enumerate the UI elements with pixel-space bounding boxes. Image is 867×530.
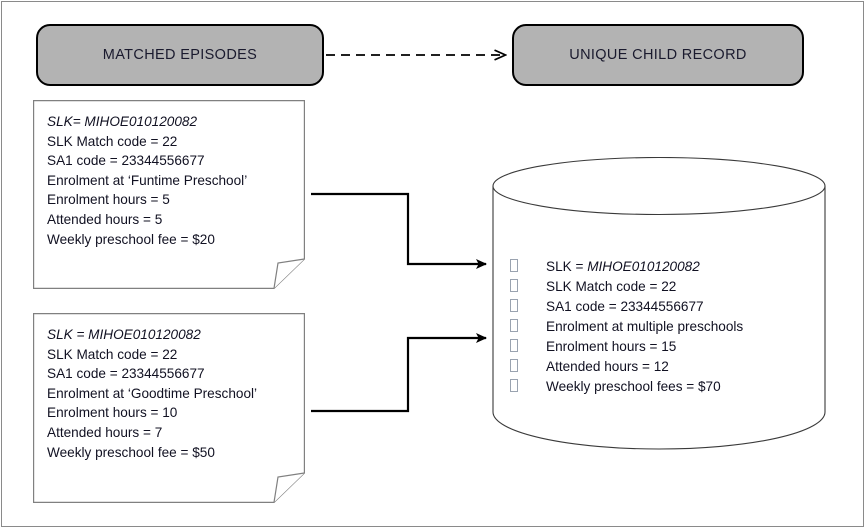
- database-item-text: Enrolment hours = 15: [546, 339, 677, 354]
- unique-child-record-box[interactable]: UNIQUE CHILD RECORD: [512, 24, 804, 86]
- episode-note-2[interactable]: SLK = MIHOE010120082 SLK Match code = 22…: [33, 313, 305, 503]
- unique-child-record-label: UNIQUE CHILD RECORD: [569, 47, 747, 63]
- database-list-item: SLK = MIHOE010120082: [500, 258, 820, 278]
- missing-glyph-bullet-icon: [500, 358, 546, 376]
- note-line: Enrolment at ‘Goodtime Preschool’: [47, 385, 258, 401]
- note-line: Enrolment at ‘Funtime Preschool’: [47, 172, 248, 188]
- cylinder-shape: [492, 157, 826, 450]
- note-line: Weekly preschool fee = $50: [47, 444, 215, 460]
- note-line: SLK= MIHOE010120082: [47, 114, 198, 129]
- matched-episodes-box[interactable]: MATCHED EPISODES: [36, 24, 324, 86]
- episode-note-1-body: SLK= MIHOE010120082 SLK Match code = 22 …: [47, 112, 305, 249]
- missing-glyph-bullet-icon: [500, 338, 546, 356]
- database-record-list: SLK = MIHOE010120082 SLK Match code = 22…: [500, 258, 820, 398]
- database-list-item: Enrolment at multiple preschools: [500, 318, 820, 338]
- note-line: Weekly preschool fee = $20: [47, 231, 215, 247]
- database-list-item: Attended hours = 12: [500, 358, 820, 378]
- note-line: SLK Match code = 22: [47, 346, 178, 362]
- connector-note1-to-database: [311, 192, 487, 269]
- missing-glyph-bullet-icon: [500, 318, 546, 336]
- note-shape-2: [33, 313, 305, 503]
- note-line: SLK = MIHOE010120082: [47, 327, 201, 342]
- note-line: SLK Match code = 22: [47, 133, 178, 149]
- database-item-text: Attended hours = 12: [546, 359, 669, 374]
- database-item-text: SLK Match code = 22: [546, 279, 677, 294]
- missing-glyph-bullet-icon: [500, 378, 546, 396]
- database-item-text: Enrolment at multiple preschools: [546, 319, 744, 334]
- database-item-text: SA1 code = 23344556677: [546, 299, 704, 314]
- missing-glyph-bullet-icon: [500, 258, 546, 276]
- matched-episodes-label: MATCHED EPISODES: [102, 47, 258, 63]
- missing-glyph-bullet-icon: [500, 278, 546, 296]
- note-line: SA1 code = 23344556677: [47, 366, 205, 382]
- database-list-item: Weekly preschool fees = $70: [500, 378, 820, 398]
- database-item-text: SLK = MIHOE010120082: [546, 259, 700, 274]
- database-list-item: SA1 code = 23344556677: [500, 298, 820, 318]
- note-line: SA1 code = 23344556677: [47, 153, 205, 169]
- database-list-item: Enrolment hours = 15: [500, 338, 820, 358]
- database-cylinder[interactable]: SLK = MIHOE010120082 SLK Match code = 22…: [492, 157, 826, 452]
- note-line: Attended hours = 7: [47, 424, 163, 440]
- episode-note-1[interactable]: SLK= MIHOE010120082 SLK Match code = 22 …: [33, 100, 305, 289]
- episode-note-2-body: SLK = MIHOE010120082 SLK Match code = 22…: [47, 325, 305, 462]
- database-item-text: Weekly preschool fees = $70: [546, 379, 721, 394]
- note-line: Enrolment hours = 5: [47, 192, 170, 208]
- connector-note2-to-database: [311, 333, 487, 413]
- note-shape-1: [33, 100, 305, 289]
- note-line: Enrolment hours = 10: [47, 405, 178, 421]
- database-list-item: SLK Match code = 22: [500, 278, 820, 298]
- missing-glyph-bullet-icon: [500, 298, 546, 316]
- note-line: Attended hours = 5: [47, 211, 163, 227]
